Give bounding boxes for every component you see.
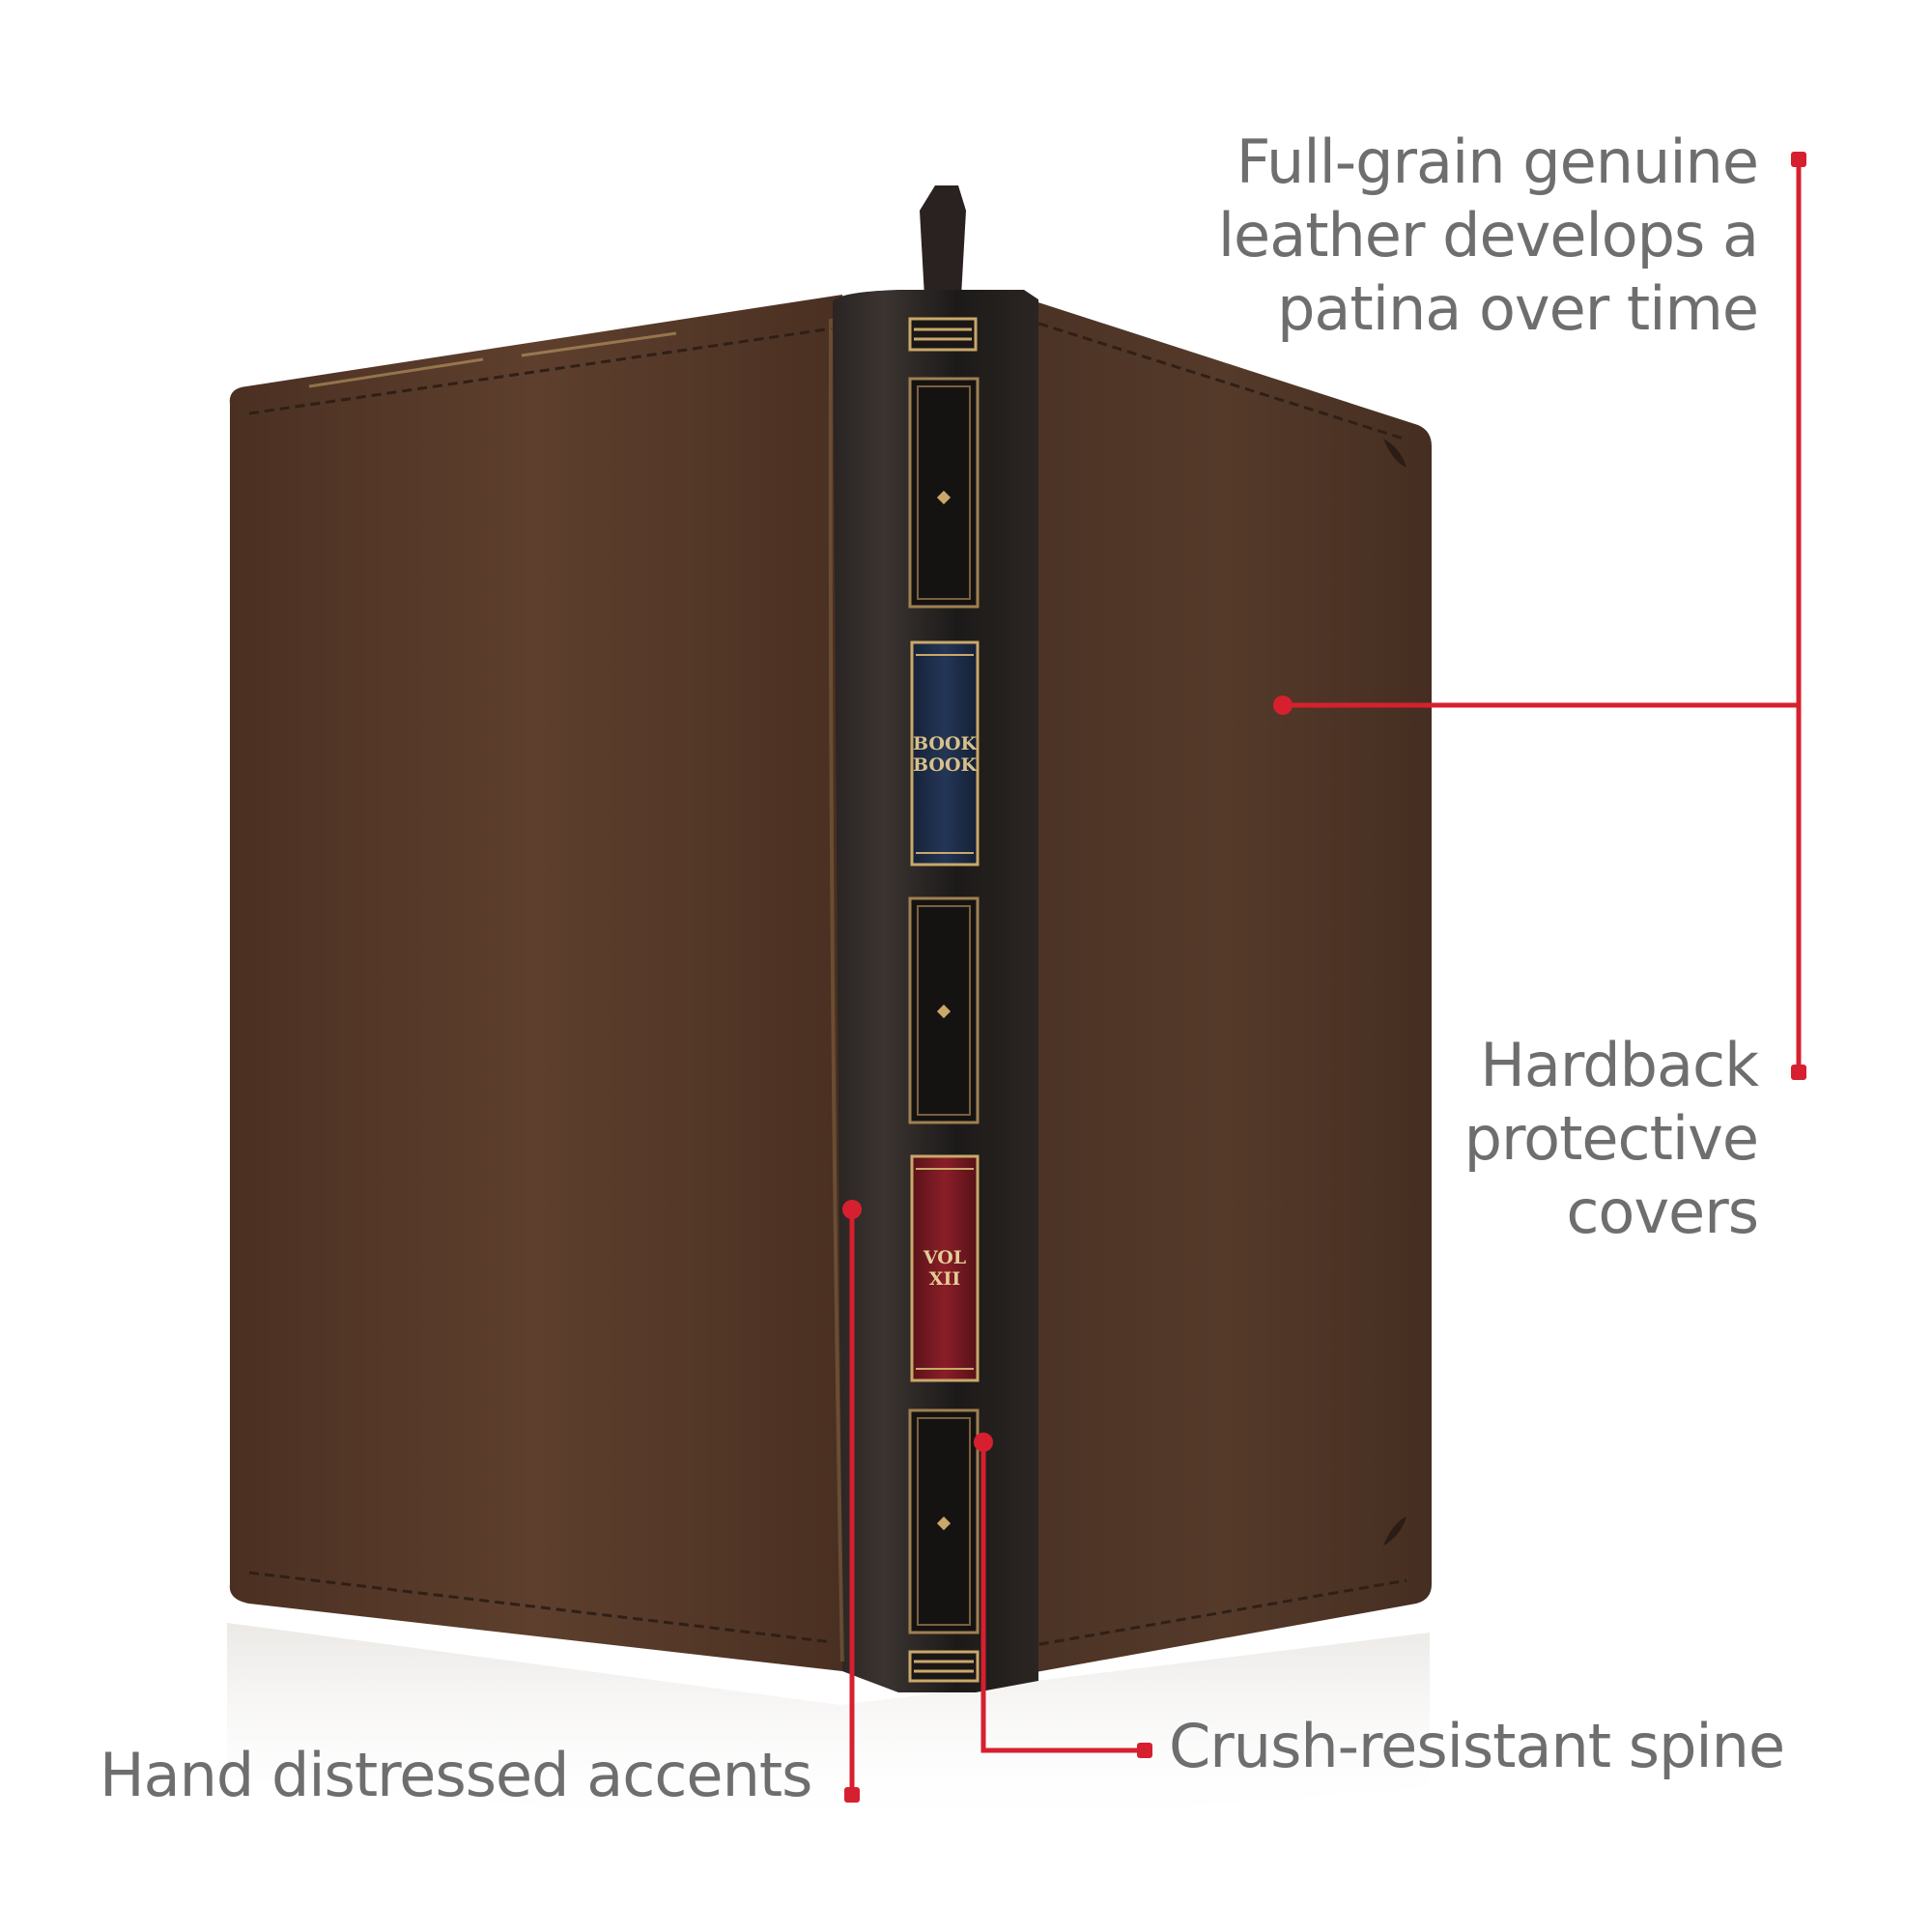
callout-leather-line-2: leather develops a (1217, 200, 1759, 270)
spine-top-bands (908, 317, 978, 352)
right-cover (1014, 295, 1432, 1676)
spine-title-line-2: BOOK (913, 754, 979, 776)
callout-accents: Hand distressed accents (99, 1740, 812, 1810)
spine-volume-line-1: VOL (923, 1247, 966, 1268)
diamond-ornament-icon (936, 490, 952, 505)
spine-panel-1 (908, 377, 980, 609)
diamond-ornament-icon (936, 1516, 952, 1531)
spine-panel-2 (908, 896, 980, 1124)
left-cover-stitching (248, 327, 834, 1644)
callout-markers (842, 152, 1806, 1803)
floor-reflection (227, 1623, 1430, 1835)
spine-end-icon (1137, 1743, 1152, 1758)
callout-leather-line-3: patina over time (1277, 273, 1759, 344)
bracket-end-icon (1791, 152, 1806, 167)
left-cover (229, 295, 843, 1671)
callout-leather: Full-grain genuine leather develops a pa… (1024, 126, 1759, 346)
spine-bottom-bands (908, 1650, 980, 1683)
callout-leather-line-1: Full-grain genuine (1236, 127, 1759, 197)
diamond-ornament-icon (936, 1004, 952, 1019)
accents-dot-icon (842, 1200, 862, 1219)
bookmark-ribbon (920, 185, 966, 314)
spine-panel-3 (908, 1408, 980, 1634)
spine-dot-icon (974, 1433, 993, 1452)
spine-leader (980, 1442, 1145, 1753)
right-cover-stitching (1023, 317, 1407, 1649)
callout-hardback-line-1: Hardback (1480, 1030, 1759, 1100)
callout-spine: Crush-resistant spine (1169, 1711, 1785, 1781)
spine-label-red: VOL XII (910, 1154, 980, 1382)
cover-dot-icon (1273, 696, 1293, 715)
spine-distressed-edge (828, 318, 844, 1662)
callout-hardback-line-3: covers (1566, 1177, 1759, 1247)
accents-end-icon (844, 1787, 860, 1803)
callout-hardback-line-2: protective (1463, 1103, 1759, 1174)
callout-leader-lines (849, 159, 1802, 1795)
left-cover-gilt-edge (308, 331, 677, 388)
spine-label-blue: BOOK BOOK (910, 640, 980, 867)
spine-volume-line-2: XII (929, 1268, 961, 1290)
callout-hardback: Hardback protective covers (1256, 1029, 1759, 1249)
spine-title-line-1: BOOK (913, 733, 979, 754)
bracket-end-icon (1791, 1065, 1806, 1080)
